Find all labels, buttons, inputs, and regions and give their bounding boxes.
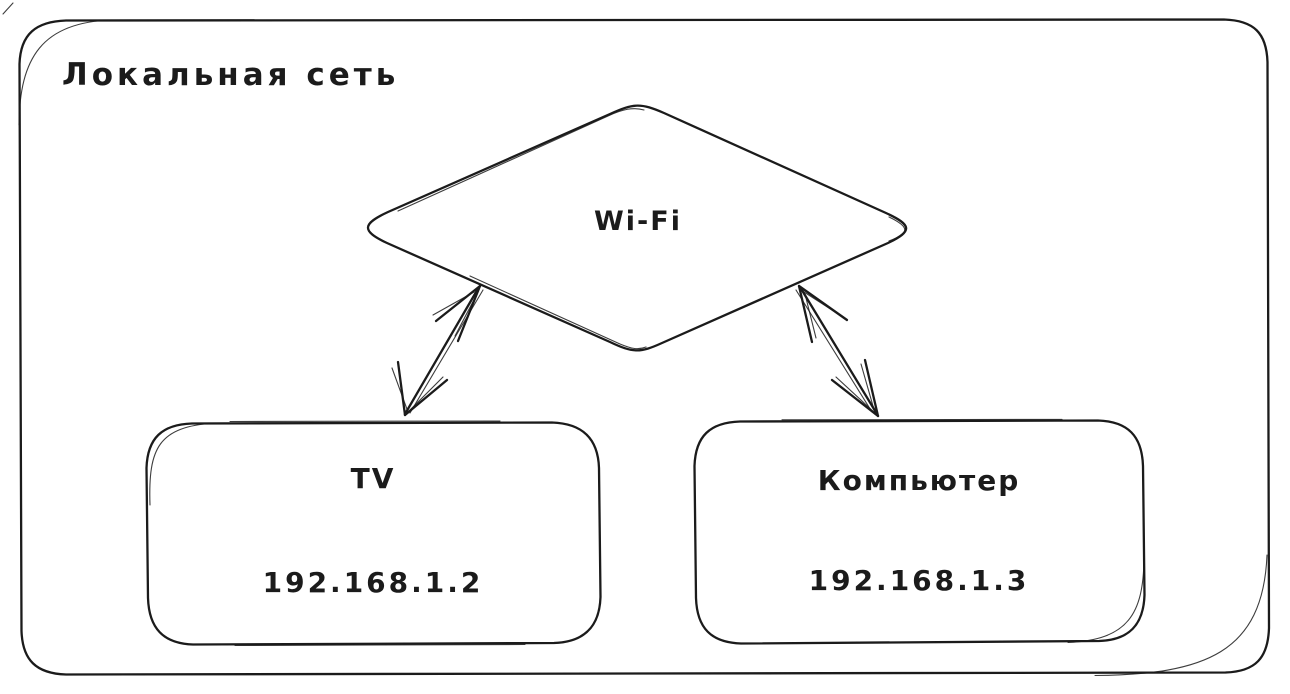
diagram-title: Локальная сеть [62,57,400,93]
tv-node-label: TV [350,462,396,495]
computer-node-label: Компьютер [817,464,1021,497]
computer-node-shape [693,418,1146,645]
tv-node-shape [145,420,602,647]
local-network-frame-shape [2,2,1271,677]
wifi-diamond-shape [367,104,908,352]
tv-node-ip: 192.168.1.2 [262,566,484,599]
computer-node-ip: 192.168.1.3 [808,564,1030,597]
wifi-node-label: Wi-Fi [594,206,682,237]
edge-wifi-tv-arrow [391,284,484,417]
edge-wifi-computer-arrow [795,284,880,418]
